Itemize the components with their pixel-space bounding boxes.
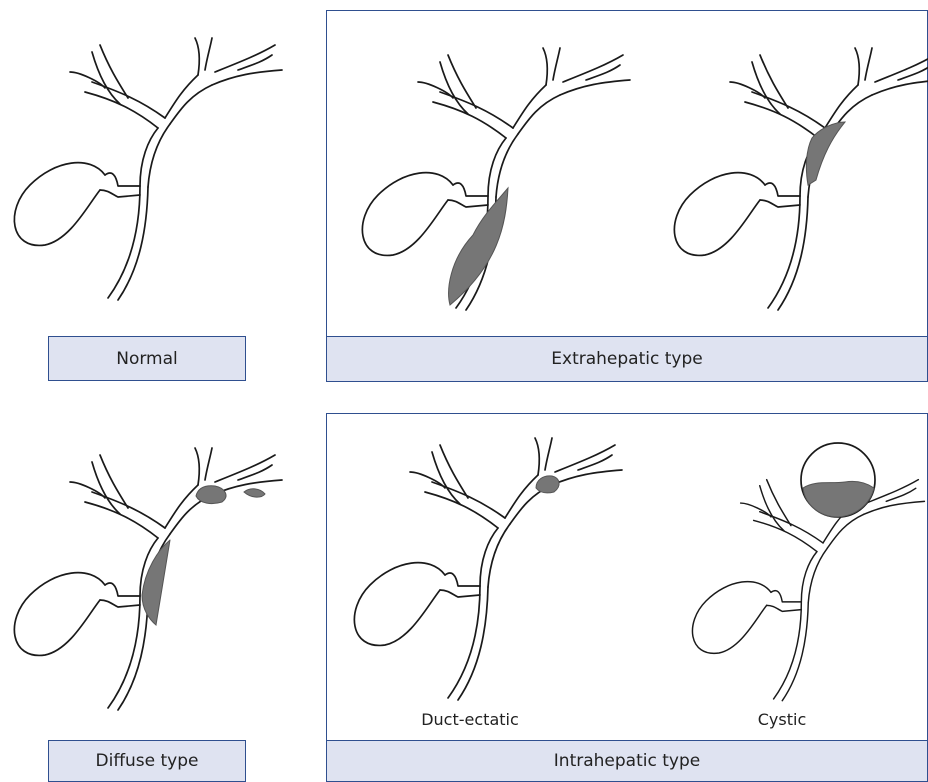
- duct-ectatic-label: Duct-ectatic: [370, 710, 570, 729]
- intrahepatic-caption: Intrahepatic type: [326, 740, 928, 782]
- duct-ectatic-diagram: [340, 400, 640, 710]
- normal-biliary-diagram: [0, 0, 300, 310]
- diffuse-tumor-cbd: [142, 540, 170, 625]
- intrahepatic-label: Intrahepatic type: [554, 751, 700, 771]
- diffuse-label: Diffuse type: [96, 751, 199, 771]
- extrahepatic-caption: Extrahepatic type: [326, 336, 928, 382]
- diffuse-caption: Diffuse type: [48, 740, 246, 782]
- cyst-tumor: [803, 481, 874, 517]
- extrahepatic-diagram-1: [348, 10, 648, 320]
- duct-ectatic-tumor: [536, 476, 559, 493]
- diffuse-tumor-right-hepatic-2: [244, 489, 265, 497]
- diffuse-tumor-right-hepatic-1: [196, 486, 226, 504]
- normal-caption: Normal: [48, 336, 246, 381]
- cyst: [790, 440, 890, 520]
- diffuse-biliary-diagram: [0, 410, 300, 720]
- cystic-label: Cystic: [682, 710, 882, 729]
- extrahepatic-tumor-hilar: [806, 122, 845, 185]
- normal-label: Normal: [116, 349, 178, 369]
- extrahepatic-label: Extrahepatic type: [551, 349, 702, 369]
- extrahepatic-diagram-2: [660, 10, 928, 320]
